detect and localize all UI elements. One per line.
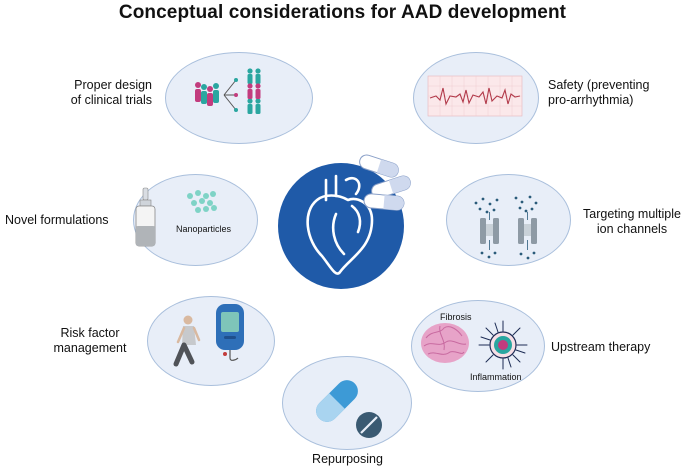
label-upstream-therapy: Upstream therapy: [551, 340, 651, 354]
nanoparticles-icon: [187, 190, 217, 213]
capsule-pills-icon: [359, 154, 411, 211]
label-ion-channels: Targeting multiple ion channels: [583, 207, 681, 236]
clinical-trials-oval: [165, 52, 313, 144]
ion-channel-icon: [474, 195, 538, 260]
label-risk-factor: Risk factor management: [53, 326, 127, 355]
repurposing-pill-icon: [316, 380, 382, 438]
formulations-oval: [133, 174, 258, 266]
label-fibrosis: Fibrosis: [440, 312, 472, 322]
inflammation-icon: [478, 320, 528, 370]
ion-channels-oval: [446, 174, 571, 266]
label-novel-formulations: Novel formulations: [5, 213, 109, 227]
walking-person-icon: [173, 315, 201, 367]
fibrosis-icon: [421, 323, 469, 363]
clinical-trial-people-icon: [195, 68, 261, 114]
risk-factor-oval: [147, 296, 275, 386]
glucometer-icon: [216, 304, 244, 361]
label-clinical-trials: Proper design of clinical trials: [70, 78, 152, 107]
figure-title: Conceptual considerations for AAD develo…: [118, 2, 567, 23]
label-repurposing: Repurposing: [312, 452, 383, 466]
label-nanoparticles: Nanoparticles: [176, 224, 232, 234]
ecg-trace-icon: [427, 75, 523, 117]
label-inflammation: Inflammation: [470, 372, 522, 382]
nasal-spray-icon: [135, 187, 156, 247]
label-safety: Safety (preventing pro-arrhythmia): [548, 78, 650, 107]
